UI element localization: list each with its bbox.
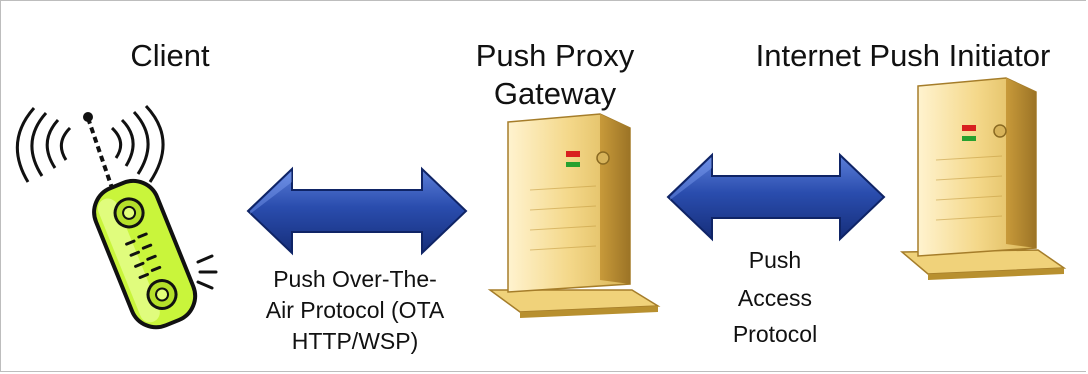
radio-waves-icon xyxy=(15,104,165,183)
gateway-label-line2: Gateway xyxy=(493,76,617,111)
cell-phone-icon xyxy=(15,104,218,330)
ota-label-line1: Push Over-The- xyxy=(273,266,437,292)
ota-label-line2: Air Protocol (OTA xyxy=(265,297,445,323)
initiator-label: Internet Push Initiator xyxy=(755,38,1051,73)
pap-double-arrow xyxy=(666,152,886,242)
client-label: Client xyxy=(130,38,210,73)
pap-label-line2: Access xyxy=(737,285,813,311)
pap-label-line3: Protocol xyxy=(732,321,818,347)
gateway-server-icon xyxy=(487,113,661,318)
ota-double-arrow xyxy=(246,166,468,256)
initiator-server-icon xyxy=(899,77,1067,280)
ota-label-line3: HTTP/WSP) xyxy=(291,328,419,354)
gateway-label-line1: Push Proxy xyxy=(475,38,635,73)
pap-label-line1: Push xyxy=(748,247,802,273)
